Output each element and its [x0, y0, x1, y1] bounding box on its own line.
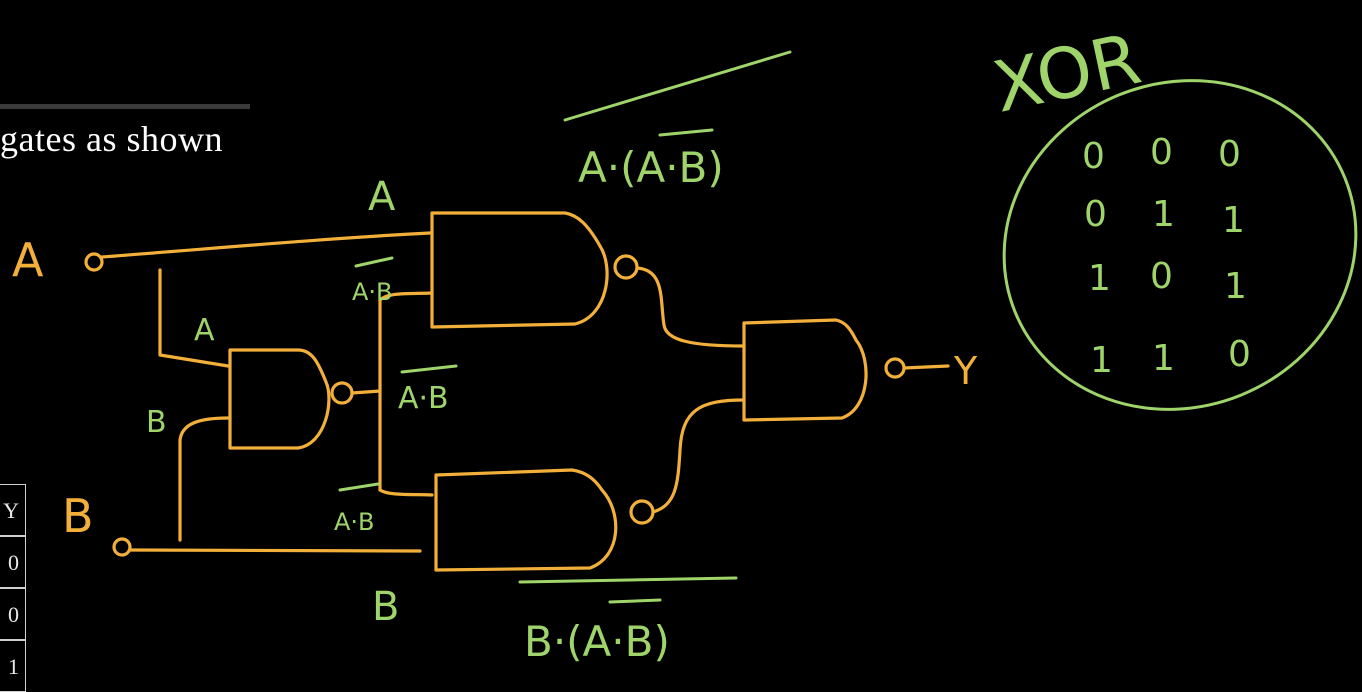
nand-ab-label-1: A·B [352, 278, 393, 306]
wire-output [902, 364, 950, 370]
xor-cell: 0 [1082, 136, 1105, 177]
nand-ab-label-3: A·B [334, 508, 375, 536]
circuit-diagram: A B A A·B A B A·B A·B B A·(A·B) B·(A·B) … [12, 18, 1358, 666]
xor-cell: 1 [1088, 258, 1111, 299]
truth-table-cell: 0 [0, 536, 26, 588]
truth-table-cell: 0 [0, 588, 26, 640]
xor-cell: 0 [1150, 256, 1173, 297]
expr-bottom-inner-bar [608, 598, 662, 604]
nand-gate-2 [430, 211, 609, 329]
xor-cell: 0 [1150, 132, 1173, 173]
gate-3-input-b-label: B [372, 584, 399, 630]
wire-split-to-gate-2 [378, 291, 434, 302]
xor-cell: 0 [1218, 134, 1241, 175]
xor-cell: 0 [1228, 334, 1251, 375]
wire-gate-3-to-gate-4 [651, 398, 746, 514]
gate-1-input-a-label: A [194, 313, 215, 348]
truth-table-header-cell: Y [0, 484, 26, 536]
gate-1-input-b-label: B [146, 405, 167, 440]
expr-top-inner-bar [658, 128, 714, 137]
nand-gate-3 [434, 468, 618, 572]
expression-top: A·(A·B) [578, 143, 724, 192]
xor-cell: 0 [1084, 194, 1107, 235]
xor-cell: 1 [1152, 194, 1175, 235]
wire-b-to-gate-3 [128, 548, 422, 553]
xor-cell: 1 [1222, 200, 1245, 241]
input-a-terminal [84, 252, 104, 272]
wire-split-to-gate-3 [378, 488, 434, 497]
wire-b-to-gate-1 [178, 416, 230, 542]
wire-gate-1-out [350, 389, 382, 395]
nand-gate-4 [742, 318, 868, 422]
xor-table-circle [1002, 79, 1358, 411]
xor-cell: 1 [1152, 338, 1175, 379]
wire-gate-2-to-gate-4 [635, 266, 746, 348]
xor-cell: 1 [1090, 340, 1113, 381]
input-b-label: B [62, 489, 94, 543]
document-rule [0, 104, 250, 109]
input-b-terminal [112, 537, 132, 557]
wiring [84, 211, 950, 572]
output-y-label: Y [953, 349, 978, 393]
wire-a-to-gate-1 [158, 268, 230, 368]
nand-ab-2-bar [400, 364, 458, 374]
xor-title: XOR [986, 18, 1147, 129]
document-text: gates as shown [0, 119, 223, 159]
xor-truth-table: 0 0 0 0 1 1 1 0 1 1 1 0 [1082, 132, 1251, 381]
nand-ab-label-2: A·B [398, 381, 449, 416]
xor-cell: 1 [1224, 266, 1247, 307]
nand-gate-2-bubble [613, 254, 639, 280]
nand-gate-4-bubble [884, 357, 906, 379]
expression-bottom: B·(A·B) [524, 617, 670, 666]
nand-gate-1-bubble [330, 381, 354, 405]
document-truth-table-column: Y 0 0 1 [0, 484, 26, 692]
wire-a-to-gate-2 [100, 231, 432, 259]
gate-2-input-a-label: A [368, 174, 396, 220]
expr-top-overbar [563, 50, 792, 122]
annotation-strokes [338, 50, 1358, 604]
nand-gate-3-bubble [629, 499, 655, 525]
input-a-label: A [12, 233, 44, 287]
nand-ab-1-bar [354, 256, 394, 268]
nand-gate-1 [228, 348, 331, 450]
expr-bottom-overbar [518, 576, 738, 584]
nand-ab-3-bar [338, 482, 380, 492]
